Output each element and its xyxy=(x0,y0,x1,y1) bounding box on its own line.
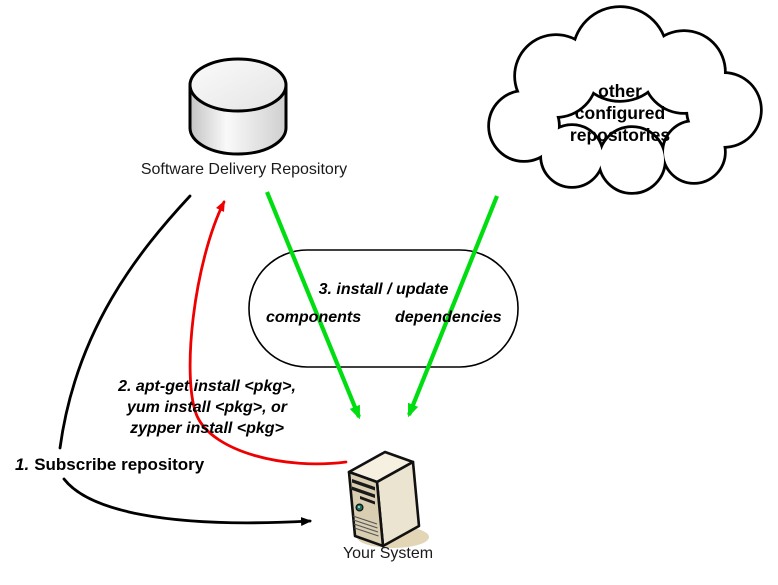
server-icon xyxy=(347,450,429,548)
subscribe-arrow-lower xyxy=(62,477,312,526)
other-repositories-line1: other xyxy=(598,81,642,101)
install-components-arrow xyxy=(265,191,361,420)
subscribe-arrow-upper xyxy=(58,194,192,450)
server-vents xyxy=(352,515,379,537)
step2-line2: yum install <pkg>, or xyxy=(126,399,288,416)
other-repositories-line2: configured xyxy=(574,103,666,123)
step2-command-label: 2. apt-get install <pkg>, yum install <p… xyxy=(94,376,320,439)
server-power-led xyxy=(357,505,361,509)
process-capsule xyxy=(248,249,519,368)
step1-subscribe-label: 1.Subscribe repository xyxy=(15,455,204,475)
other-repositories-line3: repositories xyxy=(569,125,671,145)
cloud-icon xyxy=(487,5,763,195)
repository-label: Software Delivery Repository xyxy=(140,161,348,178)
install-dependencies-arrow xyxy=(407,195,499,418)
system-label: Your System xyxy=(342,545,434,562)
process-dependencies-label: dependencies xyxy=(395,309,502,326)
step1-text: Subscribe repository xyxy=(34,455,205,474)
pkg-install-arrow xyxy=(188,200,348,466)
step2-line1: 2. apt-get install <pkg>, xyxy=(118,378,296,395)
process-title: 3. install / update xyxy=(318,281,449,298)
step2-line3: zypper install <pkg> xyxy=(130,420,284,437)
repository-cylinder-icon xyxy=(188,57,288,156)
step1-number: 1. xyxy=(15,455,30,474)
server-drive-bays xyxy=(352,479,375,505)
process-components-label: components xyxy=(266,309,362,326)
other-repositories-label: other configured repositories xyxy=(475,80,765,146)
